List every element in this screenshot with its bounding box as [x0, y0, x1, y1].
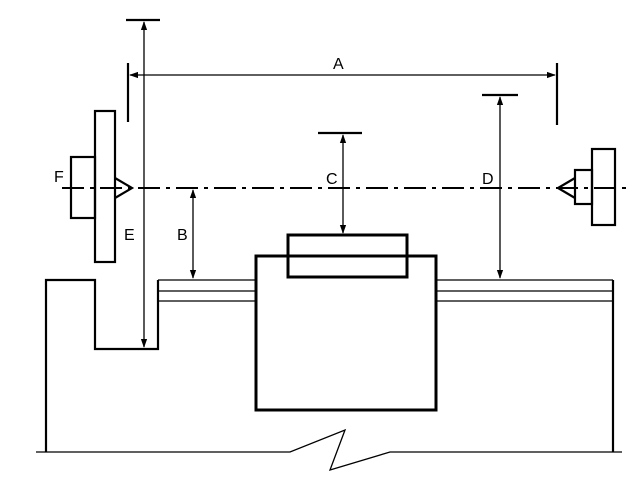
spindle-chuck	[69, 109, 135, 264]
dimension-d	[482, 93, 518, 279]
label-d: D	[482, 171, 494, 188]
guide-ways	[158, 279, 613, 302]
carriage-body	[254, 254, 438, 412]
label-a: A	[333, 56, 344, 73]
bed-base-line-with-break	[36, 428, 622, 471]
bed-left-wall	[44, 278, 160, 452]
tool-slide	[286, 233, 409, 279]
label-e: E	[124, 227, 135, 244]
label-c: C	[326, 171, 338, 188]
dimension-c	[318, 131, 362, 234]
label-b: B	[177, 227, 188, 244]
dimension-e	[126, 18, 160, 348]
tailstock	[555, 147, 617, 227]
dimension-a	[126, 63, 559, 125]
label-f: F	[54, 169, 64, 186]
